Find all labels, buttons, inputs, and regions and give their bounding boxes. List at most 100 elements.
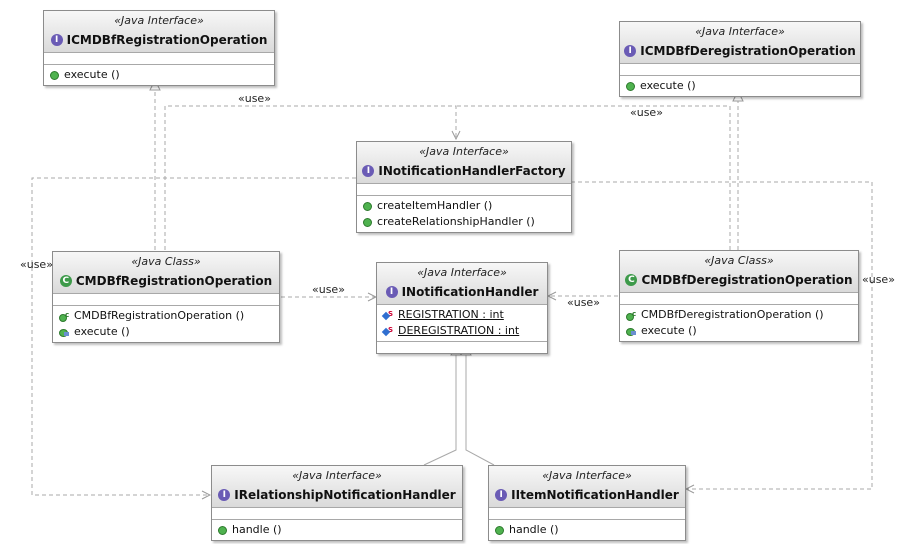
class-name: INotificationHandler (401, 285, 539, 299)
operation-row[interactable]: createItemHandler () (357, 198, 571, 214)
constructor-icon (626, 306, 636, 322)
interface-icon: I (218, 489, 231, 501)
operation-row[interactable]: handle () (212, 522, 462, 538)
operation-label: execute () (640, 79, 696, 92)
operation-row[interactable]: execute () (620, 323, 858, 339)
attributes-section: REGISTRATION : int DEREGISTRATION : int (377, 305, 547, 342)
stereotype-label: «Java Interface» (542, 469, 632, 482)
constructor-row[interactable]: CMDBfRegistrationOperation () (53, 307, 279, 324)
operations-section: CMDBfRegistrationOperation () execute () (53, 306, 279, 342)
stereotype-label: «Java Interface» (419, 145, 509, 158)
stereotype-label: «Java Class» (704, 254, 774, 267)
stereotype-label: «Java Class» (131, 255, 201, 268)
public-method-icon (626, 81, 635, 91)
class-name: ICMDBfRegistrationOperation (66, 33, 268, 47)
public-method-icon (218, 525, 227, 535)
operations-section: createItemHandler () createRelationshipH… (357, 196, 571, 232)
use-factory-rel (31, 177, 356, 495)
public-method-icon (363, 201, 372, 211)
operation-row[interactable]: execute () (620, 78, 860, 94)
use-factory-item (571, 181, 873, 489)
field-label: REGISTRATION : int (398, 308, 504, 321)
stereotype-label: «Java Interface» (417, 266, 507, 279)
attributes-section (620, 64, 860, 76)
operations-section (377, 342, 547, 353)
attributes-section (489, 508, 685, 520)
use-label: «use» (312, 283, 345, 296)
class-name: IRelationshipNotificationHandler (234, 488, 456, 502)
class-name: CMDBfRegistrationOperation (75, 274, 273, 288)
field-label: DEREGISTRATION : int (398, 324, 520, 337)
operations-section: CMDBfDeregistrationOperation () execute … (620, 305, 858, 341)
operation-row[interactable]: createRelationshipHandler () (357, 214, 571, 230)
operation-label: createItemHandler () (377, 199, 493, 212)
gen-rel (423, 345, 456, 466)
operation-label: createRelationshipHandler () (377, 215, 535, 228)
operation-row[interactable]: handle () (489, 522, 685, 538)
operation-label: execute () (64, 68, 120, 81)
operation-label: execute () (641, 324, 697, 337)
implements-method-icon (59, 328, 69, 337)
operation-row[interactable]: execute () (53, 324, 279, 340)
stereotype-label: «Java Interface» (695, 25, 785, 38)
constructor-row[interactable]: CMDBfDeregistrationOperation () (620, 306, 858, 323)
interface-icon: I (362, 165, 375, 177)
operation-label: handle () (509, 523, 559, 536)
attributes-section (357, 184, 571, 196)
constructor-icon (59, 307, 69, 323)
gen-item (466, 345, 495, 466)
use-label: «use» (238, 92, 271, 105)
class-name: ICMDBfDeregistrationOperation (640, 44, 856, 58)
attributes-section (620, 293, 858, 305)
operation-row[interactable]: execute () (44, 67, 274, 83)
class-name: INotificationHandlerFactory (378, 164, 566, 178)
use-dereg-factory (456, 105, 731, 250)
class-icon: C (59, 275, 72, 287)
operation-label: execute () (74, 325, 130, 338)
attributes-section (53, 294, 279, 306)
class-name: CMDBfDeregistrationOperation (641, 273, 853, 287)
use-label: «use» (567, 296, 600, 309)
interface-icon: I (50, 34, 63, 46)
operations-section: execute () (44, 65, 274, 85)
attributes-section (212, 508, 462, 520)
field-row[interactable]: REGISTRATION : int (377, 306, 547, 323)
public-method-icon (495, 525, 504, 535)
static-final-field-icon (383, 322, 393, 338)
use-label: «use» (630, 106, 663, 119)
field-row[interactable]: DEREGISTRATION : int (377, 322, 547, 339)
interface-icon: I (495, 489, 508, 501)
class-name: IItemNotificationHandler (511, 488, 679, 502)
stereotype-label: «Java Interface» (114, 14, 204, 27)
attributes-section (44, 53, 274, 65)
operations-section: execute () (620, 76, 860, 96)
interface-icon: I (624, 45, 637, 57)
class-icon: C (625, 274, 638, 286)
stereotype-label: «Java Interface» (292, 469, 382, 482)
use-label: «use» (20, 258, 53, 271)
operations-section: handle () (212, 520, 462, 540)
implements-method-icon (626, 327, 636, 336)
public-method-icon (363, 217, 372, 227)
static-final-field-icon (383, 306, 393, 322)
public-method-icon (50, 70, 59, 80)
operation-label: CMDBfRegistrationOperation () (74, 309, 245, 322)
operations-section: handle () (489, 520, 685, 540)
